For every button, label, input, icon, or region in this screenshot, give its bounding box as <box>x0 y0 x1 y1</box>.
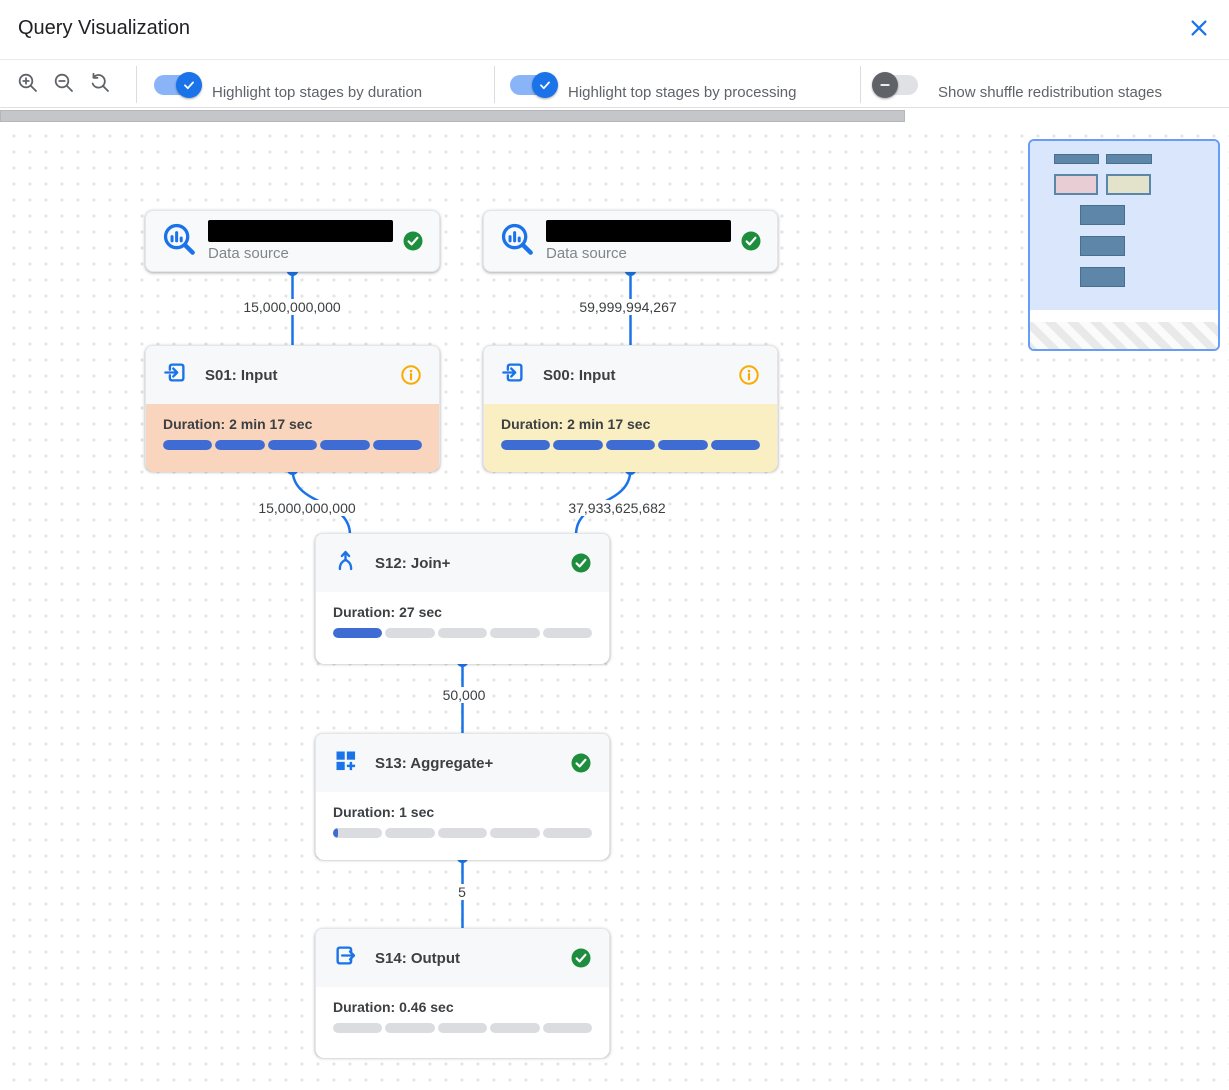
data-source-label: Data source <box>208 245 289 262</box>
zoom-out-button[interactable] <box>50 71 78 99</box>
toolbar-divider <box>860 66 861 103</box>
minimap-node <box>1080 205 1125 225</box>
toggle-label-shuffle: Show shuffle redistribution stages <box>938 84 1163 101</box>
graph-toolbar: Highlight top stages by duration Highlig… <box>0 61 1229 108</box>
stage-title: S01: Input <box>205 366 278 384</box>
stage-duration: Duration: 27 sec <box>333 604 442 620</box>
toggle-highlight-processing[interactable] <box>508 72 558 98</box>
toggle-label-processing: Highlight top stages by processing <box>568 84 797 101</box>
toolbar-divider <box>136 66 137 103</box>
toggle-show-shuffle[interactable] <box>872 72 922 98</box>
minimap-out-of-view-area <box>1030 322 1218 349</box>
stage-duration-panel: Duration: 27 sec <box>316 592 609 664</box>
stage-duration-panel: Duration: 2 min 17 sec <box>146 404 439 472</box>
stage-title: S12: Join+ <box>375 554 451 572</box>
minimap-node <box>1080 267 1125 287</box>
edge-row-count: 50,000 <box>439 687 489 703</box>
zoom-reset-button[interactable] <box>86 71 114 99</box>
toggle-highlight-duration[interactable] <box>152 72 202 98</box>
stage-duration: Duration: 0.46 sec <box>333 999 454 1015</box>
dialog-titlebar: Query Visualization <box>0 0 1229 60</box>
bigquery-table-search-icon <box>160 220 198 263</box>
stage-node-s12[interactable]: S12: Join+ Duration: 27 sec <box>315 533 610 664</box>
zoom-reset-icon <box>88 71 112 100</box>
input-icon <box>500 359 527 391</box>
success-check-icon <box>569 751 593 775</box>
close-button[interactable] <box>1185 16 1213 44</box>
minimap-node-highlight-processing <box>1106 174 1151 195</box>
stage-duration-panel: Duration: 1 sec <box>316 792 609 860</box>
stage-duration: Duration: 2 min 17 sec <box>163 416 313 432</box>
success-check-icon <box>739 229 763 253</box>
output-icon <box>332 942 359 974</box>
success-check-icon <box>401 229 425 253</box>
edge-row-count: 15,000,000,000 <box>240 299 344 315</box>
toggle-knob-check-icon <box>532 72 558 98</box>
aggregate-icon <box>332 747 359 779</box>
success-check-icon <box>569 946 593 970</box>
edge-row-count: 37,933,625,682 <box>565 500 669 516</box>
stage-progress-bar <box>333 628 593 638</box>
bigquery-table-search-icon <box>498 220 536 263</box>
stage-progress-bar <box>333 828 593 838</box>
data-source-node[interactable]: Data source <box>145 210 440 272</box>
minimap-node <box>1106 154 1152 164</box>
success-check-icon <box>569 551 593 575</box>
toggle-knob-minus-icon <box>872 72 898 98</box>
minimap-node <box>1054 154 1099 164</box>
stage-node-s13[interactable]: S13: Aggregate+ Duration: 1 sec <box>315 733 610 860</box>
edge-row-count: 5 <box>455 884 469 900</box>
data-source-label: Data source <box>546 245 627 262</box>
stage-progress-bar <box>333 1023 593 1033</box>
stage-duration: Duration: 2 min 17 sec <box>501 416 651 432</box>
minimap-node-highlight-duration <box>1054 174 1098 195</box>
horizontal-scrollbar-track <box>0 109 1229 122</box>
graph-minimap[interactable] <box>1028 139 1220 351</box>
stage-title: S13: Aggregate+ <box>375 754 494 772</box>
horizontal-scrollbar-thumb[interactable] <box>0 110 905 122</box>
minimap-node <box>1080 236 1125 256</box>
stage-duration: Duration: 1 sec <box>333 804 435 820</box>
close-icon <box>1188 17 1210 44</box>
stage-duration-panel: Duration: 2 min 17 sec <box>484 404 777 472</box>
graph-canvas[interactable]: 15,000,000,000 59,999,994,267 15,000,000… <box>0 122 1229 1090</box>
stage-progress-bar <box>163 440 423 450</box>
zoom-in-button[interactable] <box>14 71 42 99</box>
toggle-knob-check-icon <box>176 72 202 98</box>
stage-title: S00: Input <box>543 366 616 384</box>
stage-node-s14[interactable]: S14: Output Duration: 0.46 sec <box>315 928 610 1058</box>
redacted-table-name <box>546 220 731 242</box>
redacted-table-name <box>208 220 393 242</box>
stage-node-s01[interactable]: S01: Input Duration: 2 min 17 sec <box>145 345 440 472</box>
dialog-title: Query Visualization <box>18 17 190 39</box>
edge-row-count: 59,999,994,267 <box>576 299 680 315</box>
toggle-label-duration: Highlight top stages by duration <box>212 84 423 101</box>
join-icon <box>332 547 359 579</box>
zoom-in-icon <box>16 71 40 100</box>
input-icon <box>162 359 189 391</box>
toolbar-divider <box>494 66 495 103</box>
stage-progress-bar <box>501 440 761 450</box>
stage-title: S14: Output <box>375 949 460 967</box>
stage-node-s00[interactable]: S00: Input Duration: 2 min 17 sec <box>483 345 778 472</box>
stage-duration-panel: Duration: 0.46 sec <box>316 987 609 1058</box>
info-icon[interactable] <box>737 363 761 387</box>
data-source-node[interactable]: Data source <box>483 210 778 272</box>
zoom-out-icon <box>52 71 76 100</box>
edge-row-count: 15,000,000,000 <box>255 500 359 516</box>
info-icon[interactable] <box>399 363 423 387</box>
